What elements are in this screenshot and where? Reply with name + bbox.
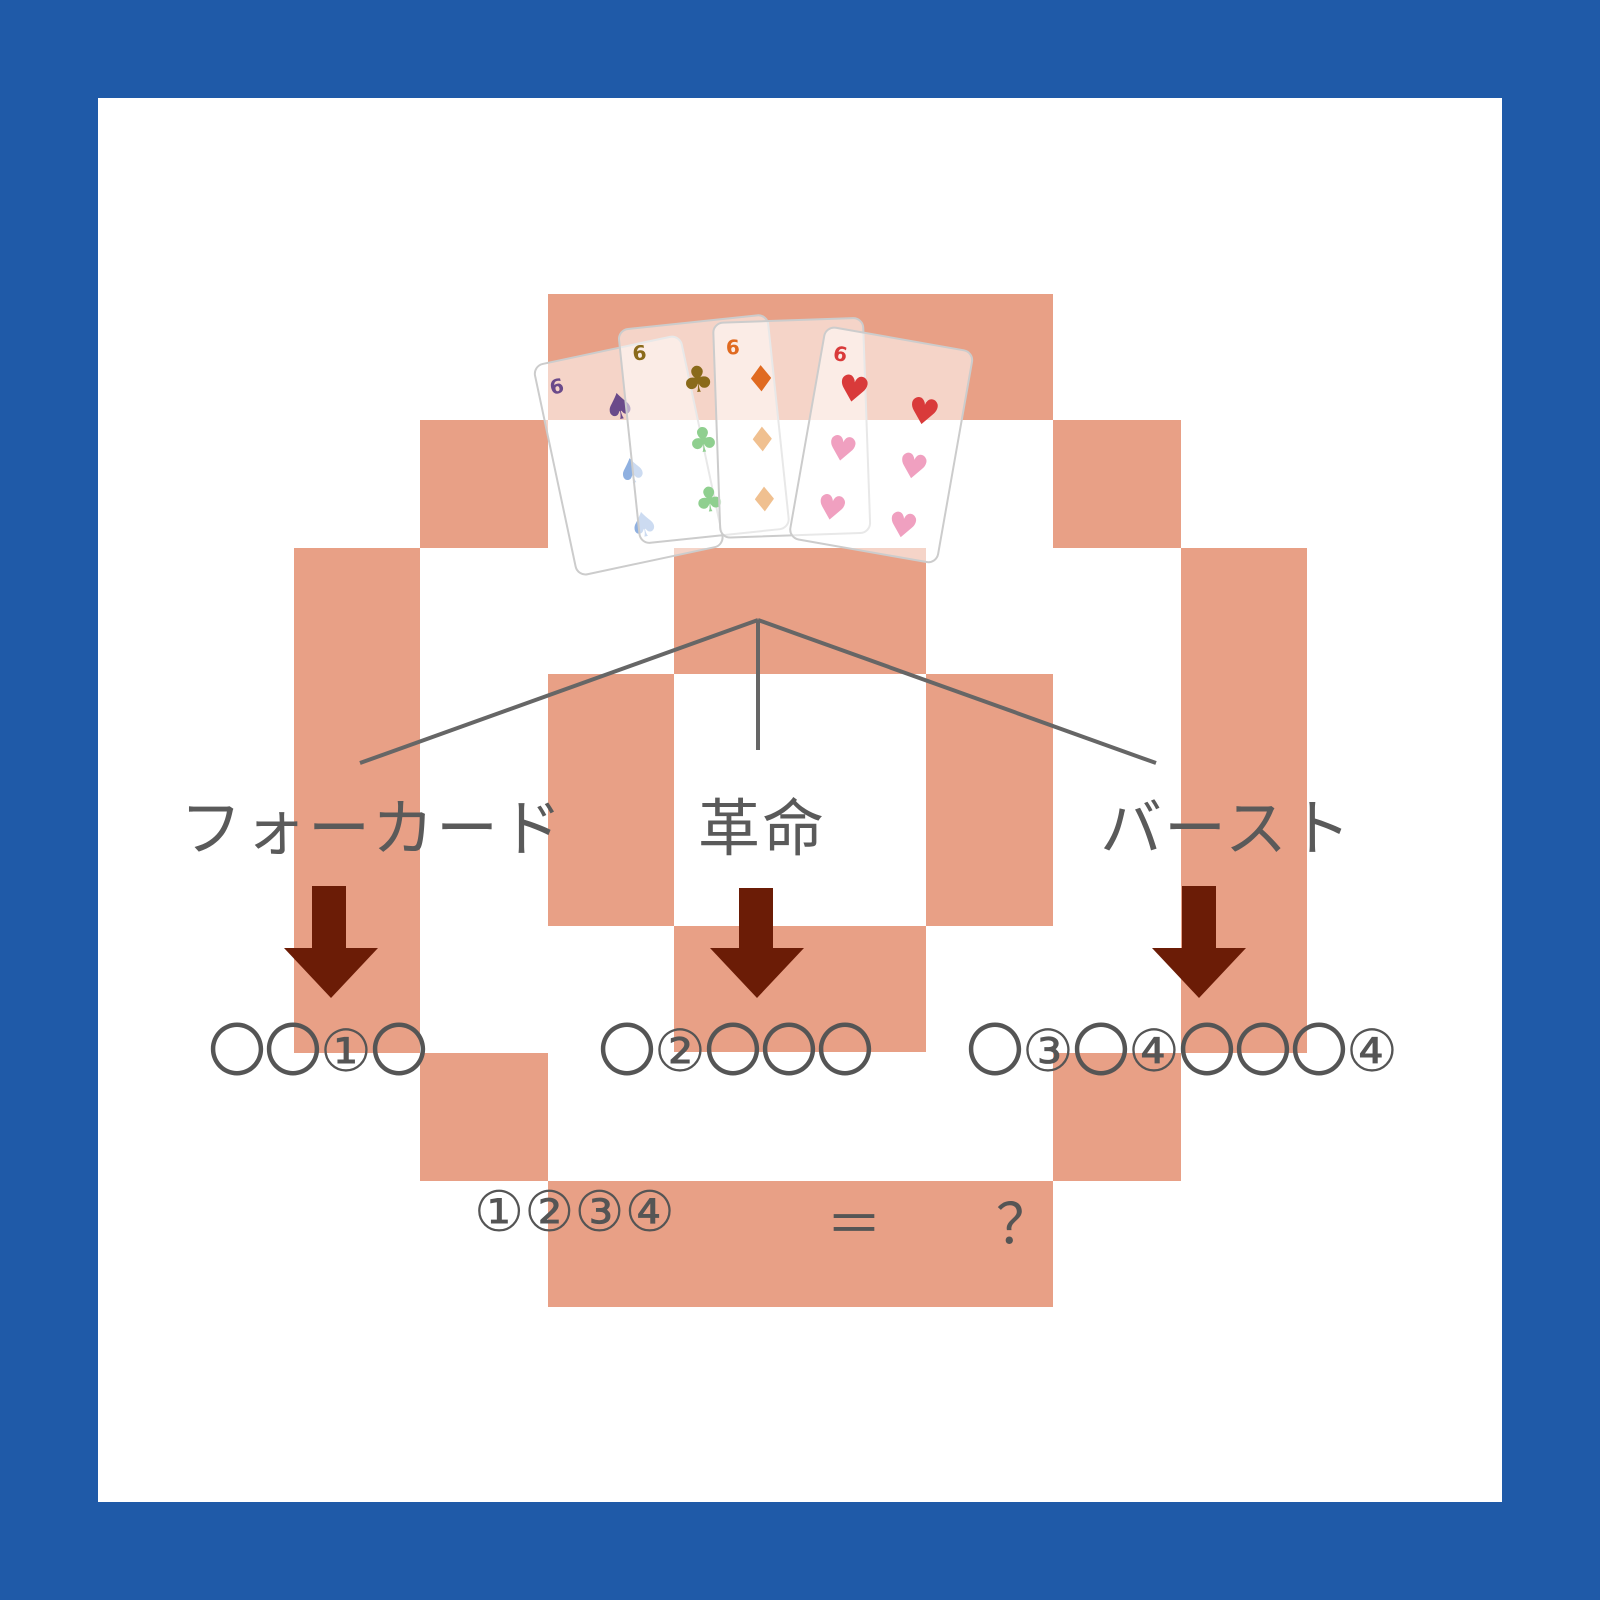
club-icon: ♣ — [686, 419, 720, 462]
card-six-of-hearts: 6 ♥ ♥ ♥ ♥ ♥ ♥ — [789, 326, 974, 564]
card-rank: 6 — [831, 341, 849, 367]
bust-label: バースト — [1100, 792, 1353, 865]
card-rank: 6 — [631, 340, 647, 365]
pixel-tile — [926, 674, 1053, 926]
arrow-down-icon — [284, 886, 378, 998]
heart-icon: ♥ — [895, 445, 932, 490]
arrow-down-icon — [1152, 886, 1246, 998]
card-fan: 6 ♠ ♠ ♠ 6 ♣ ♣ ♣ 6 ♦ ♦ ♦ 6 ♥ — [533, 314, 974, 576]
pixel-tile — [420, 1053, 548, 1181]
four-card-pattern: 〇〇①〇 — [208, 1017, 428, 1085]
pixel-tile — [1053, 420, 1181, 548]
diamond-icon: ♦ — [749, 480, 781, 521]
revolution-pattern: 〇②〇〇〇 — [598, 1017, 874, 1085]
puzzle-panel: 6 ♠ ♠ ♠ 6 ♣ ♣ ♣ 6 ♦ ♦ ♦ 6 ♥ — [98, 98, 1502, 1502]
diagram-graphics: 6 ♠ ♠ ♠ 6 ♣ ♣ ♣ 6 ♦ ♦ ♦ 6 ♥ — [284, 314, 1246, 998]
four-card-label: フォーカード — [180, 792, 565, 865]
pixel-tile — [548, 674, 674, 926]
diamond-icon: ♦ — [746, 420, 778, 461]
revolution-label: 革命 — [698, 792, 827, 865]
heart-icon: ♥ — [813, 486, 850, 531]
equation-left: ①②③④ — [474, 1180, 675, 1245]
pixel-tile — [674, 926, 926, 1052]
equation-answer: ？ — [996, 1193, 1052, 1258]
heart-icon: ♥ — [834, 367, 873, 413]
equation-equals: ＝ — [826, 1193, 882, 1258]
pixel-tile — [674, 548, 926, 674]
heart-icon: ♥ — [884, 504, 921, 549]
pixel-tile — [548, 1181, 1053, 1307]
diamond-icon: ♦ — [744, 359, 778, 401]
card-rank: 6 — [547, 373, 566, 399]
pixel-tile — [1053, 1053, 1181, 1181]
tree-lines — [359, 618, 1157, 765]
heart-icon: ♥ — [904, 390, 943, 436]
club-icon: ♣ — [680, 358, 716, 402]
pixel-tile — [420, 420, 548, 548]
card-rank: 6 — [725, 335, 740, 359]
heart-icon: ♥ — [824, 427, 861, 472]
bust-pattern: 〇③〇④〇〇〇④ — [966, 1017, 1398, 1085]
arrow-down-icon — [710, 888, 804, 998]
